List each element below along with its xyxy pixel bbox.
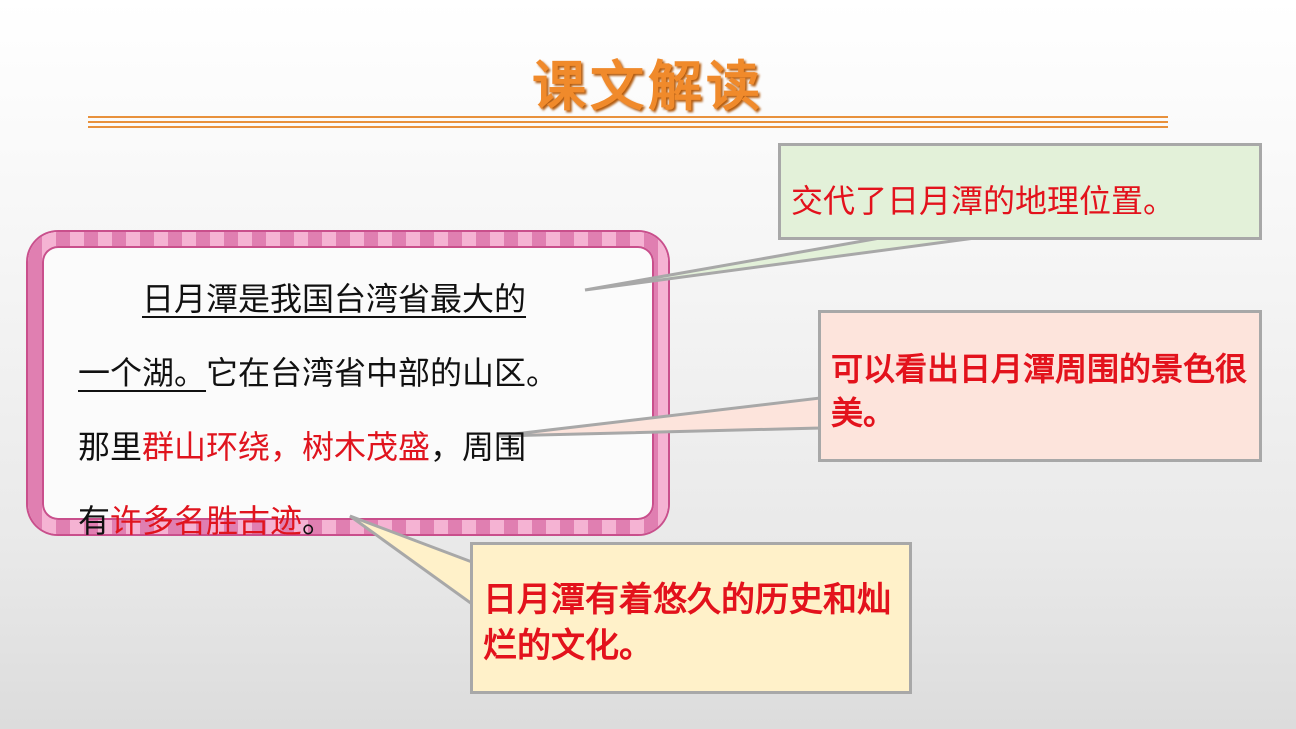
callout-history: 日月潭有着悠久的历史和灿烂的文化。 (470, 542, 912, 694)
callout-pointer-1 (584, 236, 976, 292)
passage-line-3-suffix: ，周围 (430, 428, 527, 466)
passage-line-2-rest: 它在台湾省中部的山区。 (206, 354, 559, 392)
callout-scenery-text: 可以看出日月潭周围的景色很美。 (831, 350, 1248, 432)
passage-frame (28, 232, 668, 534)
passage-line-4-suffix: 。 (302, 502, 335, 540)
callout-scenery: 可以看出日月潭周围的景色很美。 (818, 310, 1262, 462)
passage-line-1: 日月潭是我国台湾省最大的 (78, 262, 638, 336)
underlined-phrase-1: 日月潭是我国台湾省最大的 (142, 280, 527, 318)
highlight-landmarks: 许多名胜古迹 (110, 502, 303, 540)
passage-text: 日月潭是我国台湾省最大的 一个湖。它在台湾省中部的山区。 那里群山环绕，树木茂盛… (78, 262, 638, 558)
title-divider (88, 116, 1168, 128)
page-title: 课文解读 (532, 54, 764, 118)
passage-line-2: 一个湖。它在台湾省中部的山区。 (78, 336, 638, 410)
passage-line-3: 那里群山环绕，树木茂盛，周围 (78, 410, 638, 484)
callout-history-text: 日月潭有着悠久的历史和灿烂的文化。 (483, 580, 891, 666)
callout-location: 交代了日月潭的地理位置。 (778, 143, 1262, 240)
passage-line-4: 有许多名胜古迹。 (78, 484, 638, 558)
passage-line-3-prefix: 那里 (78, 428, 143, 466)
passage-line-4-prefix: 有 (78, 502, 111, 540)
underlined-phrase-2: 一个湖。 (78, 354, 207, 392)
highlight-scenery: 群山环绕，树木茂盛 (142, 428, 431, 466)
callout-location-text: 交代了日月潭的地理位置。 (791, 182, 1176, 220)
